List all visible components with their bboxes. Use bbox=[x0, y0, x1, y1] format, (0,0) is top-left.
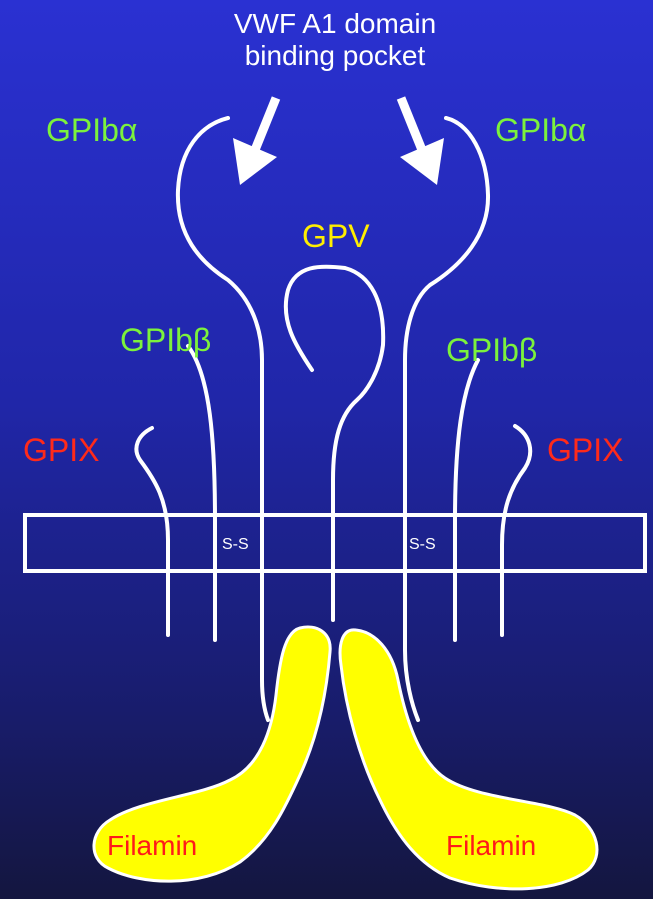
title-line-2: binding pocket bbox=[190, 40, 480, 72]
filamin-left-label: Filamin bbox=[107, 830, 197, 862]
disulfide-bond-left-label: S-S bbox=[222, 536, 249, 554]
gpix-right-chain bbox=[502, 426, 530, 635]
binding-pocket-title: VWF A1 domain binding pocket bbox=[190, 8, 480, 72]
arrow-left-icon bbox=[233, 98, 277, 185]
gpib-alpha-left-label: GPIbα bbox=[46, 112, 137, 149]
gpv-chain bbox=[286, 267, 383, 620]
title-line-1: VWF A1 domain bbox=[190, 8, 480, 40]
gpib-beta-left-chain bbox=[188, 346, 215, 640]
gpib-alpha-right-label: GPIbα bbox=[495, 112, 586, 149]
gpib-alpha-left-chain bbox=[178, 118, 268, 720]
arrow-right-icon bbox=[400, 98, 444, 185]
gpix-left-label: GPIX bbox=[23, 432, 99, 469]
gpib-beta-right-chain bbox=[455, 360, 478, 640]
disulfide-bond-right-label: S-S bbox=[409, 536, 436, 554]
gpv-label: GPV bbox=[302, 218, 370, 255]
gpix-left-chain bbox=[136, 428, 168, 635]
gpib-beta-left-label: GPIbβ bbox=[120, 322, 211, 359]
gpib-alpha-right-chain bbox=[405, 118, 488, 720]
gpib-beta-right-label: GPIbβ bbox=[446, 332, 537, 369]
gpix-right-label: GPIX bbox=[547, 432, 623, 469]
filamin-right-label: Filamin bbox=[446, 830, 536, 862]
